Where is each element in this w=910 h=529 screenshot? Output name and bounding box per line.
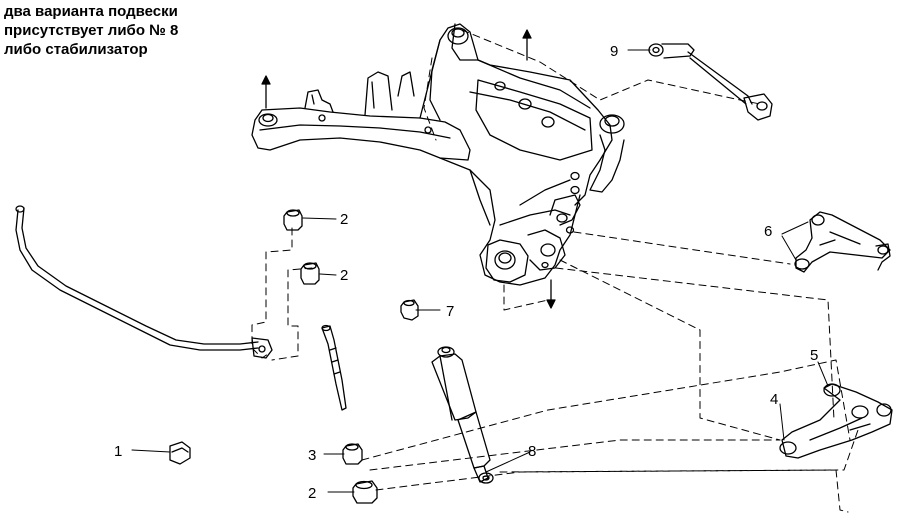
rear-subframe [251,23,625,286]
stabilizer-link [321,324,347,411]
stabilizer-bar [15,205,273,359]
bushing-7 [400,299,419,321]
callout-9: 9 [610,43,618,60]
shock-absorber [431,346,494,484]
bushing-3 [342,443,363,465]
nut [169,441,191,465]
callout-labels: 1 2 2 2 3 4 5 6 7 8 9 [114,43,818,502]
bushing-upper [283,209,303,231]
callout-2-lower: 2 [308,485,316,502]
callout-4: 4 [770,391,778,408]
leader-lines [251,29,859,513]
suspension-note: два варианта подвески присутствует либо … [4,2,178,59]
note-line-2: присутствует либо № 8 [4,22,179,39]
callout-2-upper: 2 [340,211,348,228]
note-line-1: два варианта подвески [4,3,178,20]
upper-link-9 [648,43,773,121]
callout-1: 1 [114,443,122,460]
callout-5: 5 [810,347,818,364]
callout-8: 8 [528,443,536,460]
bushing-lower [352,480,378,504]
lower-control-arm [779,383,893,459]
callout-2-middle: 2 [340,267,348,284]
note-line-3: либо стабилизатор [4,41,148,58]
mount-arrows [261,29,556,309]
upper-control-arm-6 [794,211,891,273]
callout-6: 6 [764,223,772,240]
bushing-middle [300,262,320,285]
callout-3: 3 [308,447,316,464]
callout-leaders [131,49,829,493]
callout-7: 7 [446,303,454,320]
